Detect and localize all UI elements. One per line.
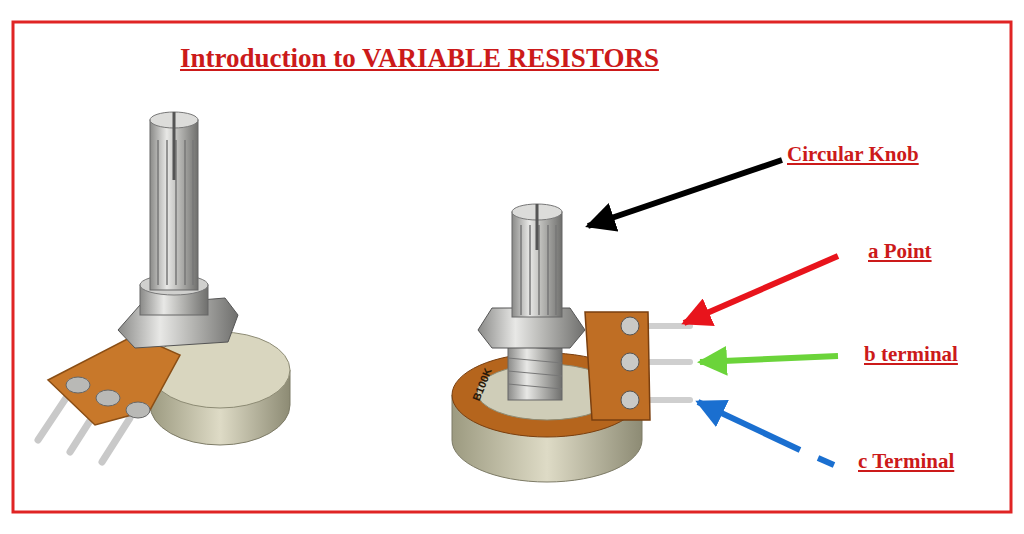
part-label: c Terminal — [858, 450, 954, 473]
part-label: b terminal — [864, 343, 958, 366]
leader-arrow — [588, 160, 782, 226]
part-label: a Point — [868, 240, 932, 263]
potentiometer-right — [452, 204, 690, 482]
part-label: Circular Knob — [787, 143, 919, 166]
leader-arrow — [684, 256, 838, 323]
leader-arrow — [818, 458, 834, 465]
potentiometer-left — [38, 112, 290, 462]
leader-arrow — [700, 356, 838, 362]
leader-arrow — [698, 402, 800, 450]
title: Introduction to VARIABLE RESISTORS — [180, 44, 659, 74]
frame — [13, 22, 1011, 512]
